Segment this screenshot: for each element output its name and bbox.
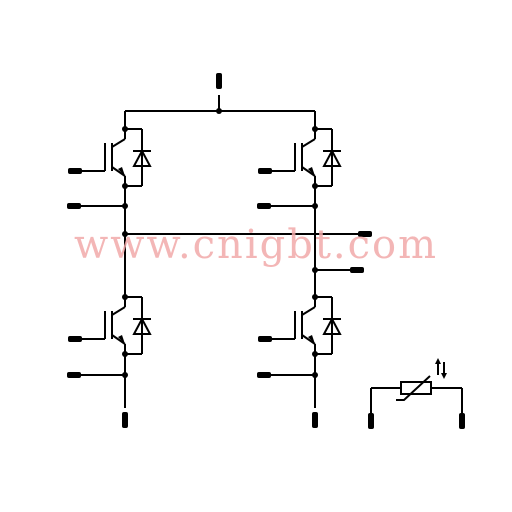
terminals (67, 73, 372, 428)
terminal-emitter-sense-1 (67, 203, 81, 209)
terminal-output-right (350, 267, 364, 273)
igbt-high-side-left-icon (67, 125, 152, 190)
terminal-bottom-left (122, 412, 128, 428)
terminal-emitter-sense-4 (257, 372, 271, 378)
junction-dot (312, 267, 318, 273)
terminal-emitter-sense-3 (67, 372, 81, 378)
junction-dots (122, 108, 318, 378)
igbt-low-side-left-icon (67, 293, 152, 358)
junction-dot (216, 108, 222, 114)
terminal-output-left (358, 231, 372, 237)
terminal-thermistor-2 (459, 413, 465, 429)
terminal-emitter-sense-2 (257, 203, 271, 209)
ntc-thermistor-icon (370, 358, 463, 413)
junction-dot (122, 203, 128, 209)
junction-dot (312, 372, 318, 378)
terminal-thermistor-1 (368, 413, 374, 429)
igbt-low-side-right-icon (257, 293, 342, 358)
terminal-bottom-right (312, 412, 318, 428)
junction-dot (312, 203, 318, 209)
igbt-high-side-right-icon (257, 125, 342, 190)
junction-dot (122, 372, 128, 378)
terminal-top (216, 73, 222, 89)
junction-dot (122, 231, 128, 237)
wiring (78, 95, 360, 408)
